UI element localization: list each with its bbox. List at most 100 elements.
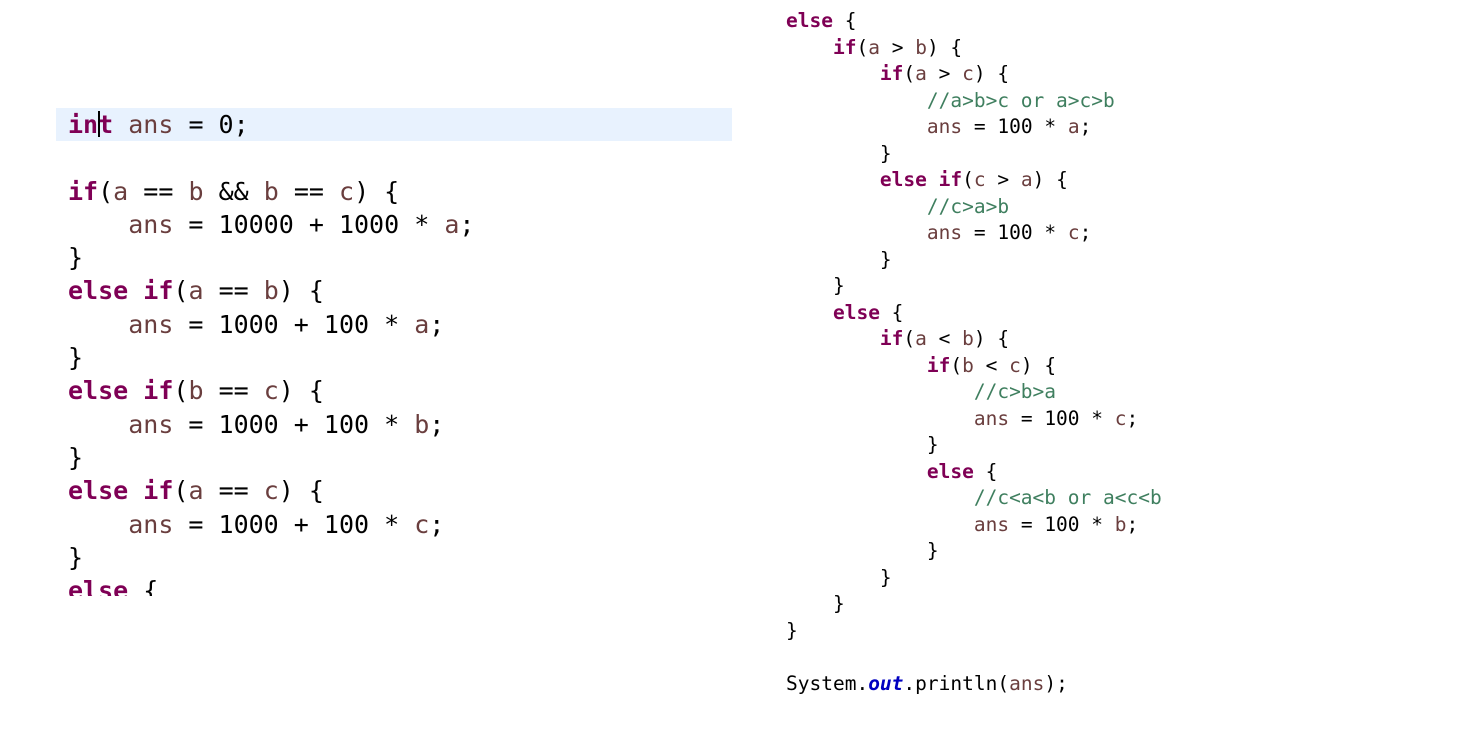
- code-line[interactable]: else {: [786, 300, 1456, 327]
- code-line[interactable]: }: [56, 441, 732, 474]
- keyword: if: [926, 353, 951, 377]
- operator: ) {: [973, 62, 1010, 85]
- operator: ==: [203, 376, 264, 406]
- keyword: if: [143, 376, 174, 406]
- code-line[interactable]: if(a > b) {: [786, 35, 1456, 62]
- code-line[interactable]: ans = 100 * a;: [786, 114, 1456, 141]
- variable: b: [188, 376, 204, 406]
- code-line[interactable]: }: [786, 591, 1456, 618]
- indentation: [68, 310, 128, 339]
- variable: b: [1114, 512, 1127, 536]
- code-line[interactable]: else {: [786, 8, 1456, 35]
- code-line[interactable]: [786, 644, 1456, 671]
- operator: =: [173, 110, 219, 139]
- code-line[interactable]: }: [786, 432, 1456, 459]
- indentation: [786, 486, 974, 509]
- number-literal: 1000: [338, 209, 400, 239]
- code-line[interactable]: //a>b>c or a>c>b: [786, 88, 1456, 115]
- operator: ;: [429, 309, 445, 339]
- variable: b: [263, 176, 279, 206]
- code-line[interactable]: else if(a == b) {: [56, 274, 732, 307]
- keyword: else: [786, 9, 833, 32]
- variable: b: [263, 276, 279, 306]
- number-literal: 100: [323, 409, 370, 439]
- number-literal: 0: [218, 110, 234, 139]
- variable: ans: [926, 115, 963, 138]
- code-line[interactable]: else if(b == c) {: [56, 374, 732, 407]
- code-line[interactable]: ans = 1000 + 100 * b;: [56, 408, 732, 441]
- variable: c: [1009, 353, 1021, 377]
- code-line[interactable]: }: [56, 341, 732, 374]
- code-line[interactable]: if(a == b && b == c) {: [56, 175, 732, 208]
- code-line[interactable]: //c>a>b: [786, 194, 1456, 221]
- number-literal: 1000: [218, 509, 279, 539]
- code-line[interactable]: ans = 100 * b;: [786, 512, 1456, 539]
- code-line[interactable]: //c>b>a: [786, 379, 1456, 406]
- variable: ans: [128, 509, 174, 539]
- variable: c: [962, 62, 974, 85]
- comment: //a>b>c or a>c>b: [926, 88, 1115, 112]
- indentation: [786, 115, 927, 138]
- comment: //c<a<b or a<c<b: [973, 486, 1162, 509]
- code-line[interactable]: [56, 141, 732, 174]
- operator: =: [1009, 512, 1045, 536]
- indentation: [786, 380, 974, 403]
- code-line[interactable]: System.out.println(ans);: [786, 671, 1456, 698]
- code-line[interactable]: ans = 10000 + 1000 * a;: [56, 208, 732, 241]
- code-line[interactable]: else {: [786, 459, 1456, 486]
- code-line[interactable]: //c<a<b or a<c<b: [786, 485, 1456, 512]
- code-line[interactable]: if(b < c) {: [786, 353, 1456, 380]
- code-line[interactable]: }: [786, 247, 1456, 274]
- variable: b: [414, 409, 430, 439]
- indentation: [786, 142, 880, 165]
- indentation: [786, 62, 880, 85]
- code-line[interactable]: }: [786, 618, 1456, 645]
- code-line[interactable]: if(a < b) {: [786, 326, 1456, 353]
- variable: a: [868, 35, 880, 59]
- operator: }: [879, 565, 892, 589]
- code-line[interactable]: ans = 1000 + 100 * a;: [56, 308, 732, 341]
- code-line[interactable]: }: [56, 241, 732, 274]
- operator: {: [973, 459, 998, 483]
- operator: }: [879, 247, 892, 271]
- code-line[interactable]: ans = 100 * c;: [786, 406, 1456, 433]
- code-line[interactable]: }: [786, 141, 1456, 168]
- code-line[interactable]: else {: [56, 574, 732, 596]
- current-code-line[interactable]: int ans = 0;: [56, 108, 732, 142]
- code-line[interactable]: if(a > c) {: [786, 61, 1456, 88]
- code-editor-right[interactable]: else { if(a > b) { if(a > c) { //a>b>c o…: [786, 8, 1456, 708]
- variable: ans: [128, 110, 174, 139]
- code-line[interactable]: }: [786, 565, 1456, 592]
- variable: c: [263, 376, 279, 406]
- operator: *: [1032, 115, 1068, 138]
- indentation: [786, 407, 974, 430]
- code-line[interactable]: ans = 1000 + 100 * c;: [56, 508, 732, 541]
- variable: a: [188, 476, 204, 506]
- operator: ) {: [973, 327, 1010, 350]
- variable: ans: [926, 221, 963, 244]
- operator: {: [879, 300, 904, 324]
- comment: //c>a>b: [926, 194, 1010, 218]
- variable: a: [915, 327, 927, 350]
- code-line[interactable]: }: [786, 273, 1456, 300]
- code-line[interactable]: }: [786, 538, 1456, 565]
- indentation: [786, 36, 833, 59]
- operator: }: [68, 343, 84, 373]
- code-line[interactable]: ans = 100 * c;: [786, 220, 1456, 247]
- operator: (: [173, 376, 189, 406]
- code-text: [128, 476, 143, 505]
- variable: a: [1020, 168, 1033, 191]
- code-line[interactable]: else if(a == c) {: [56, 474, 732, 507]
- indentation: [786, 301, 833, 324]
- code-line[interactable]: }: [56, 541, 732, 574]
- keyword: else: [68, 576, 129, 596]
- variable: c: [339, 176, 355, 206]
- operator: );: [1044, 671, 1068, 695]
- indentation: [786, 221, 927, 244]
- operator: ;: [1126, 406, 1139, 430]
- code-editor-left[interactable]: int ans = 0; if(a == b && b == c) { ans =…: [56, 108, 732, 596]
- variable: a: [188, 276, 204, 306]
- operator: <: [926, 327, 963, 350]
- operator: }: [68, 243, 84, 273]
- code-line[interactable]: else if(c > a) {: [786, 167, 1456, 194]
